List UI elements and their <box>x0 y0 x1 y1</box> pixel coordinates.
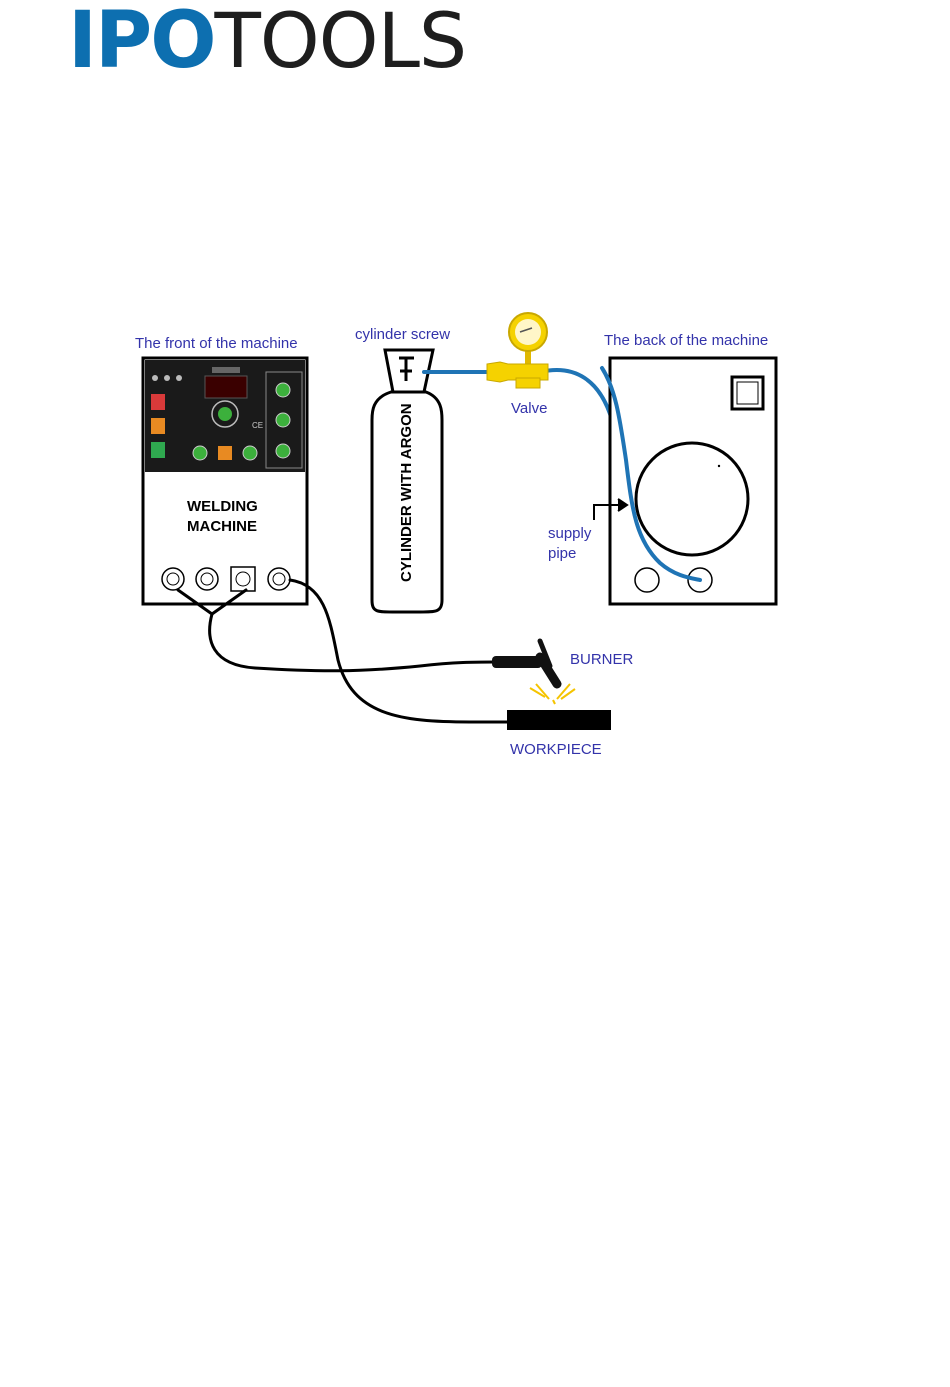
machine-label-line1: WELDING <box>187 498 258 515</box>
valve-regulator <box>487 313 548 388</box>
welding-machine-front: CE WELDING MACHINE <box>143 358 307 604</box>
supply-pipe-label-line1: supply <box>548 525 592 542</box>
machine-label-line2: MACHINE <box>187 518 257 535</box>
argon-cylinder: CYLINDER WITH ARGON <box>372 350 442 612</box>
back-socket-left <box>635 568 659 592</box>
front-of-machine-label: The front of the machine <box>135 335 298 352</box>
back-of-machine-label: The back of the machine <box>604 332 768 349</box>
welding-machine-back <box>610 358 776 604</box>
burner-torch <box>492 641 575 704</box>
workpiece-label: WORKPIECE <box>510 741 602 758</box>
workpiece <box>507 710 611 730</box>
spark-lines <box>530 684 575 704</box>
cylinder-screw-label: cylinder screw <box>355 326 450 343</box>
valve-label: Valve <box>511 400 547 417</box>
svg-text:CE: CE <box>252 421 263 430</box>
supply-pipe-label-line2: pipe <box>548 545 576 562</box>
burner-label: BURNER <box>570 651 634 668</box>
cylinder-label: CYLINDER WITH ARGON <box>398 403 415 582</box>
